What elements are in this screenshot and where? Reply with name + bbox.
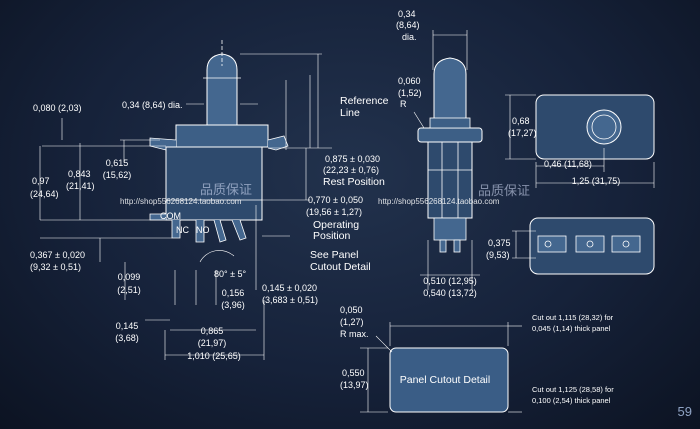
dim-width-1-mm: (15,62) xyxy=(102,170,132,180)
bottom-dim-375: 0,375 xyxy=(488,238,511,248)
watermark-url-2: http://shop556268124.taobao.com xyxy=(378,197,500,206)
top-view-dimensions xyxy=(505,94,655,188)
dim-145: 0,145 xyxy=(115,321,139,331)
dim-145-tol-mm: (3,683 ± 0,51) xyxy=(262,295,318,305)
dim-total-height: 0,97 xyxy=(32,176,50,186)
operating-position-dim: 0,770 ± 0,050 xyxy=(308,195,363,205)
front-dim-bottom-2: 0,540 (13,72) xyxy=(423,288,477,298)
panel-note-2-line-1: Cut out 1,125 (28,58) for xyxy=(532,385,614,394)
dim-height-2-mm: (21,41) xyxy=(66,181,95,191)
panel-dim-radius-mm: (1,27) xyxy=(340,317,364,327)
front-view-switch xyxy=(417,57,483,253)
dim-865-mm: (21,97) xyxy=(197,338,227,348)
top-dim-height-mm: (17,27) xyxy=(508,128,537,138)
panel-note-2-line-2: 0,100 (2,54) thick panel xyxy=(532,396,611,405)
front-dim-bottom-1: 0,510 (12,95) xyxy=(423,276,477,286)
dim-156: 0,156 xyxy=(221,288,245,298)
bottom-dim-375-mm: (9,53) xyxy=(486,250,510,260)
front-view-dimensions xyxy=(413,30,480,290)
dim-left-offset-mm: (9,32 ± 0,51) xyxy=(30,262,81,272)
panel-note-1-line-2: 0,045 (1,14) thick panel xyxy=(532,324,611,333)
terminal-no-label: NO xyxy=(196,225,210,235)
see-panel-label-2: Cutout Detail xyxy=(310,261,371,273)
top-dim-046: 0,46 (11,68) xyxy=(544,159,592,169)
dim-1010: 1,010 (25,65) xyxy=(187,351,241,361)
operating-position-dim-mm: (19,56 ± 1,27) xyxy=(306,207,362,217)
dim-width-1: 0,615 xyxy=(105,158,129,168)
rest-position-dim: 0,875 ± 0,030 xyxy=(325,154,380,164)
rest-position-label: Rest Position xyxy=(323,176,385,188)
dim-top-offset: 0,080 (2,03) xyxy=(33,103,82,113)
side-view-dimensions xyxy=(39,53,332,360)
page-number: 59 xyxy=(677,404,692,419)
top-view-switch xyxy=(535,94,655,160)
rest-position-dim-mm: (22,23 ± 0,76) xyxy=(323,165,379,175)
reference-line-label-2: Line xyxy=(340,107,360,119)
watermark-url-1: http://shop556268124.taobao.com xyxy=(120,197,242,206)
bottom-view-dimensions xyxy=(512,230,536,259)
panel-cutout xyxy=(389,347,509,413)
side-view-switch xyxy=(149,40,289,243)
top-dim-125: 1,25 (31,75) xyxy=(571,176,621,186)
dim-145-mm: (3,68) xyxy=(115,333,139,343)
terminal-nc-label: NC xyxy=(176,225,189,235)
dim-height-2: 0,843 xyxy=(68,169,91,179)
panel-dim-height-mm: (13,97) xyxy=(340,380,369,390)
operating-position-label-2: Position xyxy=(313,230,351,242)
terminal-angle: 80° ± 5° xyxy=(214,269,247,279)
front-dim-radius-label: R xyxy=(400,99,407,109)
front-dim-diameter: 0,34 xyxy=(398,9,416,19)
panel-cutout-dimensions xyxy=(360,322,522,413)
dim-099: 0,099 xyxy=(117,272,141,282)
top-dim-height: 0,68 xyxy=(512,116,530,126)
reference-line-label: Reference xyxy=(340,95,389,107)
dim-145-tol: 0,145 ± 0,020 xyxy=(262,283,317,293)
watermark-text-2: 品质保证 xyxy=(478,183,531,198)
front-dim-diameter-mm: (8,64) xyxy=(396,20,420,30)
front-dim-radius-mm: (1,52) xyxy=(398,88,422,98)
front-dim-diameter-label: dia. xyxy=(402,32,417,42)
dim-plunger-diameter: 0,34 (8,64) dia. xyxy=(122,100,183,110)
panel-dim-radius: 0,050 xyxy=(340,305,363,315)
panel-dim-radius-label: R max. xyxy=(340,329,369,339)
terminal-com-label: COM xyxy=(160,211,181,221)
dim-865: 0,865 xyxy=(200,326,224,336)
dim-left-offset: 0,367 ± 0,020 xyxy=(30,250,85,260)
panel-note-1-line-1: Cut out 1,115 (28,32) for xyxy=(532,313,614,322)
front-dim-radius: 0,060 xyxy=(398,76,421,86)
operating-position-label: Operating xyxy=(313,219,360,231)
panel-dim-height: 0,550 xyxy=(342,368,365,378)
bottom-view-switch xyxy=(529,217,655,275)
dim-099-mm: (2,51) xyxy=(117,285,141,295)
dim-156-mm: (3,96) xyxy=(221,300,245,310)
panel-cutout-label: Panel Cutout Detail xyxy=(399,374,491,386)
watermark-text-1: 品质保证 xyxy=(200,182,253,197)
dim-total-height-mm: (24,64) xyxy=(30,189,59,199)
see-panel-label: See Panel xyxy=(310,249,359,261)
